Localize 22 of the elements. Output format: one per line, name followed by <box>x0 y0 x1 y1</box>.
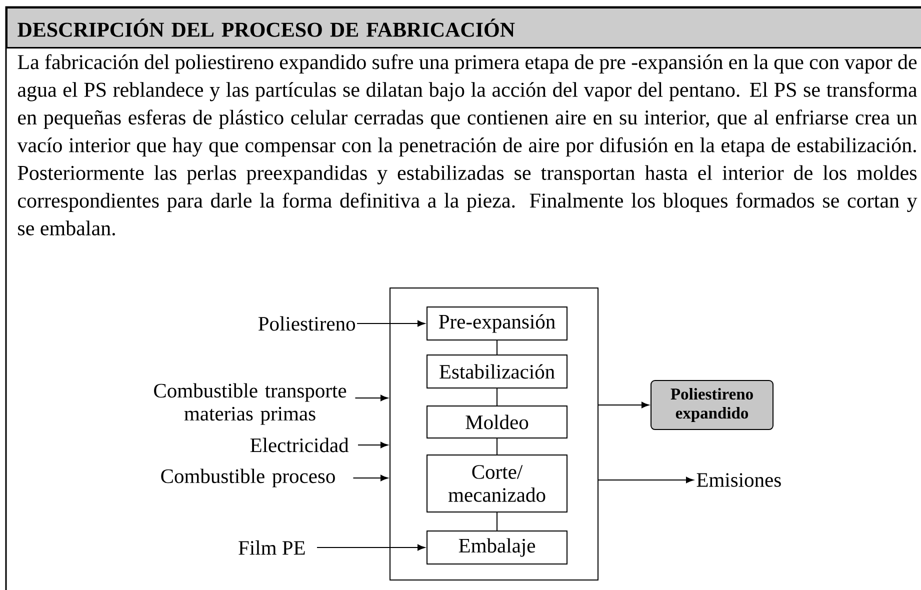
input-label: Combustible proceso <box>161 468 335 488</box>
input-label: Electricidad <box>250 438 349 452</box>
process-box: Moldeo <box>426 406 568 438</box>
process-box: Embalaje <box>426 530 568 564</box>
input-label: Film PE <box>238 540 305 555</box>
arrow <box>316 544 425 551</box>
input-label: Combustible transporte materias primas <box>154 383 346 425</box>
arrow <box>598 402 650 408</box>
output-label: Emisiones <box>696 473 781 487</box>
arrow <box>352 474 388 482</box>
process-box: Pre-expansión <box>426 306 568 340</box>
arrow <box>356 320 425 327</box>
header-band: DESCRIPCIÓN DEL PROCESO DE FABRICACIÓN <box>6 7 921 48</box>
input-label: Poliestireno <box>258 316 356 331</box>
arrow <box>358 442 388 448</box>
process-box: Corte/ mecanizado <box>426 454 568 512</box>
description-paragraph: La fabricación del poliestireno expandido sufre una primera etapa de pre -expansión en la que con vapor de agua el PS reblandece y las partículas se dilatan bajo la acción del vapor del pentano. El PS se transforma en pequeñas esferas de plástico celular cerradas que contienen aire en su interior, que al enfriarse crea un vacío interior que hay que compensar con la penetración de aire por difusión en la etapa de estabilización. Posteriormente las perlas preexpandidas y estabilizadas se transportan hasta el interior de los moldes correspondientes para darle la forma definitiva a la pieza. Finalmente los bloques formados se cortan y se embalan. <box>17 54 918 236</box>
arrow <box>354 394 388 402</box>
process-box: Estabilización <box>426 354 568 388</box>
arrow <box>598 476 694 484</box>
output-box: Poliestireno expandido <box>650 380 774 430</box>
process-frame <box>390 288 598 580</box>
